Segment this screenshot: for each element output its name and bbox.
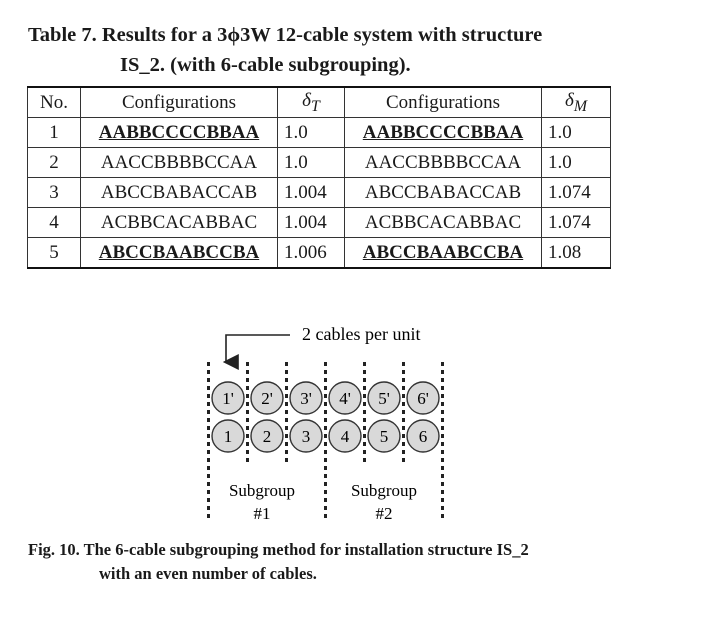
top-cable-label: 3' xyxy=(300,389,312,408)
bottom-cable-circle xyxy=(250,419,284,453)
unit-dividers xyxy=(207,362,444,522)
delta-m-value: 1.0 xyxy=(541,147,611,178)
bottom-cable-label: 2 xyxy=(263,427,272,446)
row-number: 5 xyxy=(27,237,81,269)
top-cable-label: 4' xyxy=(339,389,351,408)
row-number: 4 xyxy=(27,207,81,238)
delta-t-value: 1.0 xyxy=(277,147,345,178)
delta-t-value: 1.004 xyxy=(277,177,345,208)
top-cable-label: 5' xyxy=(378,389,390,408)
figure-caption-line1: Fig. 10. The 6-cable subgrouping method … xyxy=(28,540,529,559)
header-configurations-m: Configurations xyxy=(344,86,542,118)
row-number: 3 xyxy=(27,177,81,208)
configuration-m: AACCBBBBCCAA xyxy=(344,147,542,178)
bottom-cable-label: 4 xyxy=(341,427,350,446)
delta-symbol: δ xyxy=(564,89,574,111)
table-caption-line1: Table 7. Results for a 3ϕ3W 12-cable sys… xyxy=(28,24,543,46)
row-number: 2 xyxy=(27,147,81,178)
top-cable-label: 2' xyxy=(261,389,273,408)
delta-subscript-t: T xyxy=(311,97,320,115)
top-cable-circle xyxy=(328,381,362,415)
table-header-row: No. Configurations δT Configurations δM xyxy=(27,86,611,118)
delta-m-value: 1.0 xyxy=(541,117,611,148)
figure-caption-line2: with an even number of cables. xyxy=(99,564,317,583)
subgroup2-number: #2 xyxy=(376,504,393,523)
configuration-m: ABCCBAABCCBA xyxy=(344,237,542,269)
bottom-cable-label: 5 xyxy=(380,427,389,446)
configuration-t: ABCCBABACCAB xyxy=(80,177,278,208)
configuration-m: ACBBCACABBAC xyxy=(344,207,542,238)
top-cable-circle xyxy=(367,381,401,415)
top-cable-label: 1' xyxy=(222,389,234,408)
annotation-text: 2 cables per unit xyxy=(302,324,420,344)
top-cable-circle xyxy=(289,381,323,415)
delta-m-value: 1.074 xyxy=(541,207,611,238)
configuration-m: AABBCCCCBBAA xyxy=(344,117,542,148)
top-cable-circle xyxy=(406,381,440,415)
header-delta-t: δT xyxy=(277,86,345,118)
subgroup2-label: Subgroup xyxy=(351,481,417,500)
top-cable-circle xyxy=(250,381,284,415)
delta-subscript-m: M xyxy=(573,97,588,115)
subgroup1-label: Subgroup xyxy=(229,481,295,500)
top-cable-label: 6' xyxy=(417,389,429,408)
cable-array: 1' 1 2' 2 3' 3 4' 4 5' 5 6' 6 xyxy=(211,381,440,453)
configuration-t: AACCBBBBCCAA xyxy=(80,147,278,178)
results-table: No. Configurations δT Configurations δM … xyxy=(27,86,611,269)
bottom-cable-circle xyxy=(289,419,323,453)
configuration-t: ABCCBAABCCBA xyxy=(80,237,278,269)
delta-t-value: 1.0 xyxy=(277,117,345,148)
table-caption: Table 7. Results for a 3ϕ3W 12-cable sys… xyxy=(28,20,668,80)
subgroup1-number: #1 xyxy=(254,504,271,523)
bottom-cable-label: 3 xyxy=(302,427,311,446)
delta-m-value: 1.074 xyxy=(541,177,611,208)
header-delta-m: δM xyxy=(541,86,611,118)
bottom-cable-circle xyxy=(367,419,401,453)
configuration-t: AABBCCCCBBAA xyxy=(80,117,278,148)
bottom-cable-label: 6 xyxy=(419,427,428,446)
bottom-cable-circle xyxy=(211,419,245,453)
delta-m-value: 1.08 xyxy=(541,237,611,269)
figure-caption: Fig. 10. The 6-cable subgrouping method … xyxy=(28,538,688,586)
row-number: 1 xyxy=(27,117,81,148)
delta-t-value: 1.006 xyxy=(277,237,345,269)
subgrouping-figure: 2 cables per unit 1' 1 2' 2 3' 3 4' 4 5' 5 6' 6 Sub… xyxy=(0,300,724,540)
delta-symbol: δ xyxy=(302,89,312,111)
bottom-cable-circle xyxy=(406,419,440,453)
bottom-cable-circle xyxy=(328,419,362,453)
table-caption-line2: IS_2. (with 6-cable subgrouping). xyxy=(120,54,411,76)
annotation-arrow xyxy=(222,334,290,370)
bottom-cable-label: 1 xyxy=(224,427,233,446)
header-configurations-t: Configurations xyxy=(80,86,278,118)
delta-t-value: 1.004 xyxy=(277,207,345,238)
top-cable-circle xyxy=(211,381,245,415)
figure-drawing: 2 cables per unit 1' 1 2' 2 3' 3 4' 4 5' 5 6' 6 Sub… xyxy=(207,324,444,523)
configuration-m: ABCCBABACCAB xyxy=(344,177,542,208)
header-no: No. xyxy=(27,86,81,118)
configuration-t: ACBBCACABBAC xyxy=(80,207,278,238)
